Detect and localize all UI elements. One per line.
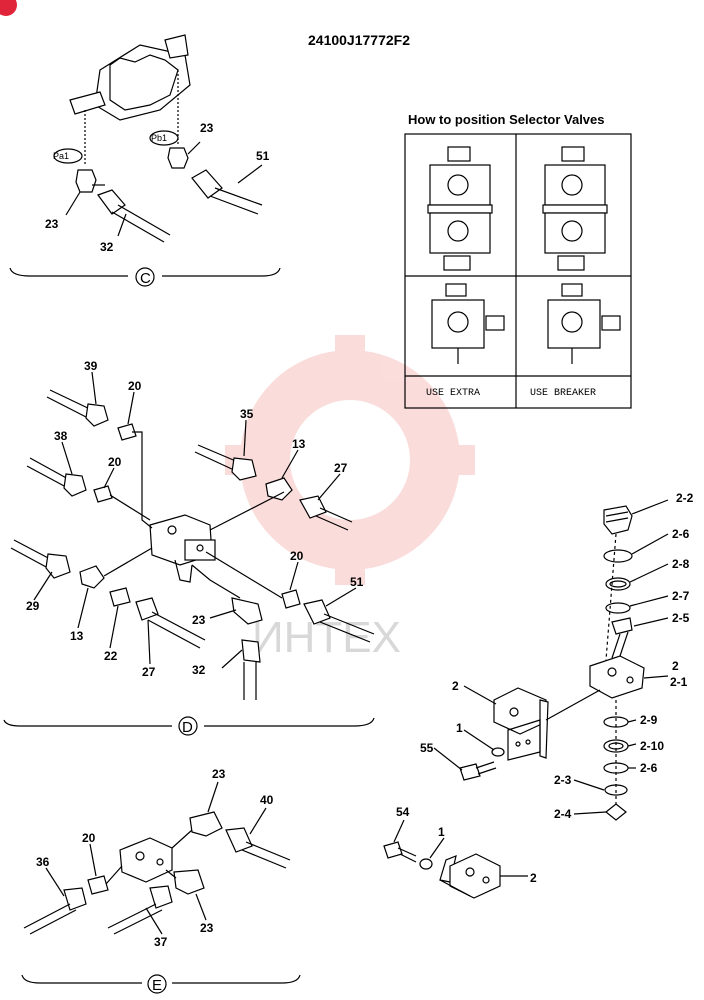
callout-d-20c: 20	[290, 549, 304, 563]
callout-d-39: 39	[84, 359, 98, 373]
callout-va-1: 1	[456, 721, 463, 735]
part-number: 24100J17772F2	[308, 32, 410, 48]
callout-c-51: 51	[256, 149, 270, 163]
selector-panel	[404, 133, 632, 409]
port-label-pb1: Pb1	[151, 133, 167, 143]
callout-d-27a: 27	[334, 461, 348, 475]
callout-va-2-bracket: 2	[452, 679, 459, 693]
view-c-marker-circle	[135, 267, 155, 287]
callout-va-2-5: 2-5	[672, 611, 690, 625]
callout-va-2-8: 2-8	[672, 557, 690, 571]
callout-ba-2: 2	[530, 871, 537, 885]
callout-e-23a: 23	[212, 767, 226, 781]
callout-d-13a: 13	[292, 437, 306, 451]
callout-va-2-3: 2-3	[554, 773, 572, 787]
callout-d-23: 23	[192, 613, 206, 627]
view-c-marker: C	[140, 270, 151, 287]
callout-c-32: 32	[100, 240, 114, 254]
callout-ba-1: 1	[438, 825, 445, 839]
caption-use-breaker: USE BREAKER	[530, 388, 596, 399]
callout-va-2-9: 2-9	[640, 713, 658, 727]
callout-e-36: 36	[36, 855, 50, 869]
callout-e-20: 20	[82, 831, 96, 845]
selector-panel-title: How to position Selector Valves	[408, 112, 605, 127]
corner-mark	[0, 0, 17, 16]
watermark-gear	[225, 335, 475, 585]
callout-c-23a: 23	[200, 121, 214, 135]
watermark-text: ИНТЕХ	[252, 613, 401, 662]
callout-d-38: 38	[54, 429, 68, 443]
callout-d-13b: 13	[70, 629, 84, 643]
callout-d-27b: 27	[142, 665, 156, 679]
port-label-pa1: Pa1	[53, 151, 69, 161]
callout-d-32: 32	[192, 663, 206, 677]
callout-va-2-2: 2-2	[676, 491, 694, 505]
callout-d-29: 29	[26, 599, 40, 613]
callout-va-2: 2	[672, 659, 679, 673]
callout-c-23b: 23	[45, 217, 59, 231]
view-d-marker-circle	[178, 716, 198, 736]
callout-va-55: 55	[420, 741, 434, 755]
callout-e-40: 40	[260, 793, 274, 807]
callout-ba-54: 54	[396, 805, 410, 819]
callout-d-22: 22	[104, 649, 118, 663]
callout-va-2-4: 2-4	[554, 807, 572, 821]
view-d-marker: D	[182, 719, 193, 736]
bracket-assembly	[383, 819, 528, 899]
view-d	[3, 371, 375, 727]
callout-va-2-1: 2-1	[670, 675, 688, 689]
view-e	[21, 781, 301, 984]
valve-assembly	[433, 499, 669, 821]
callout-d-20a: 20	[128, 379, 142, 393]
callout-d-20b: 20	[108, 455, 122, 469]
callout-d-51: 51	[350, 575, 364, 589]
caption-use-extra: USE EXTRA	[426, 388, 480, 399]
callout-va-2-7: 2-7	[672, 589, 690, 603]
callout-va-2-6a: 2-6	[672, 527, 690, 541]
callout-va-2-10: 2-10	[640, 739, 664, 753]
callout-e-37: 37	[154, 935, 168, 949]
callout-e-23b: 23	[200, 921, 214, 935]
view-c	[9, 34, 281, 277]
callout-va-2-6b: 2-6	[640, 761, 658, 775]
view-e-marker-circle	[147, 974, 167, 994]
callout-d-35: 35	[240, 407, 254, 421]
view-e-marker: E	[152, 977, 162, 994]
